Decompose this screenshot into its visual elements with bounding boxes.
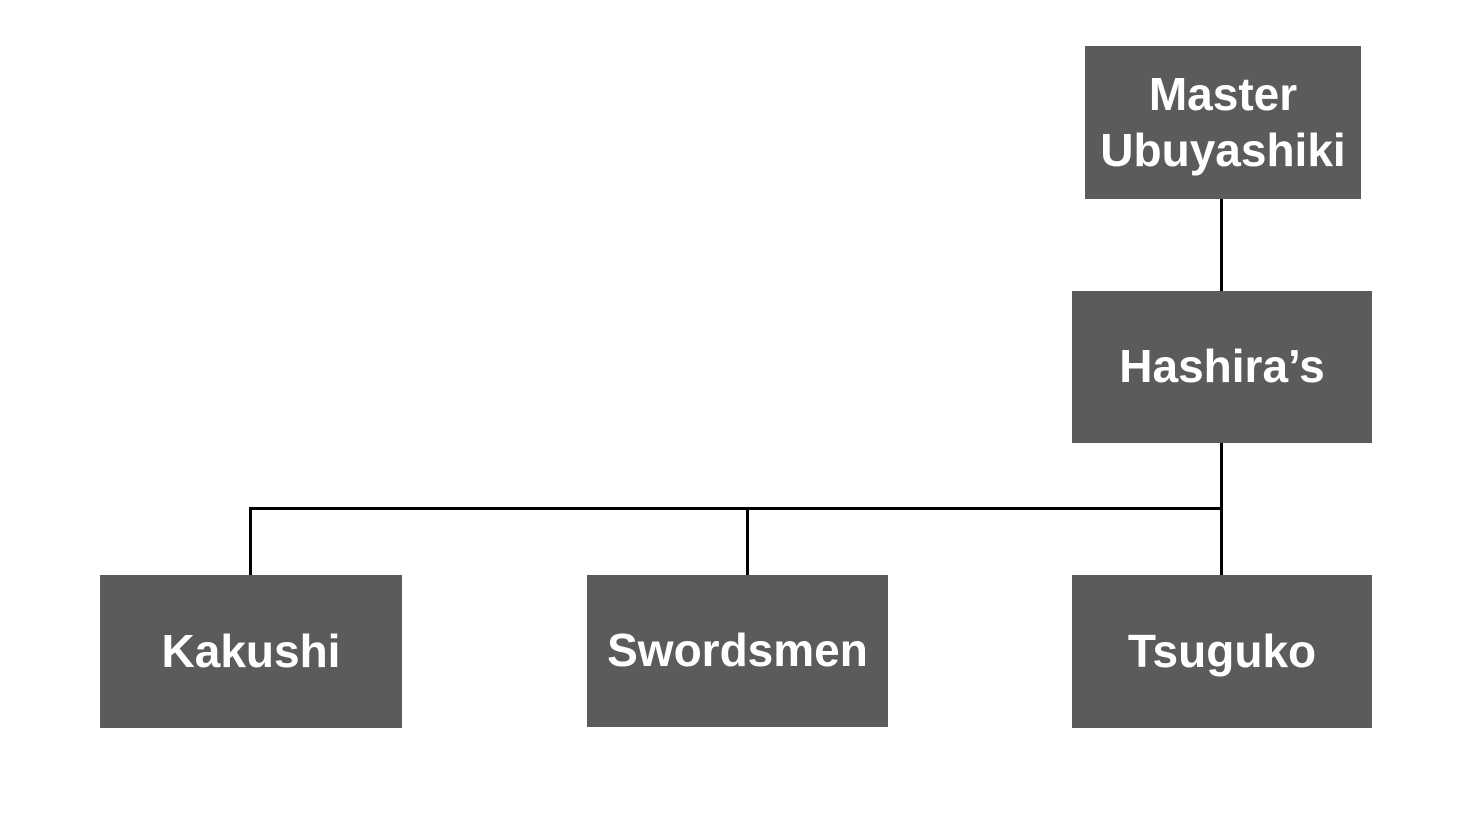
org-node-label: Hashira’s [1119,340,1325,393]
org-node-label: Kakushi [161,624,341,677]
org-node-hashiras: Hashira’s [1072,291,1372,443]
org-node-swordsmen: Swordsmen [587,575,888,727]
org-node-label: Master Ubuyashiki [1100,68,1346,176]
connector-rail-to-kakushi [249,507,252,575]
org-node-tsuguko: Tsuguko [1072,575,1372,728]
connector-rail-to-swordsmen [746,507,749,575]
connector-horizontal-rail [250,507,1223,510]
org-node-label: Swordsmen [607,624,868,677]
org-node-master-ubuyashiki: Master Ubuyashiki [1085,46,1361,199]
org-node-kakushi: Kakushi [100,575,402,728]
org-node-label: Tsuguko [1127,624,1317,677]
connector-master-to-hashiras [1220,199,1223,291]
